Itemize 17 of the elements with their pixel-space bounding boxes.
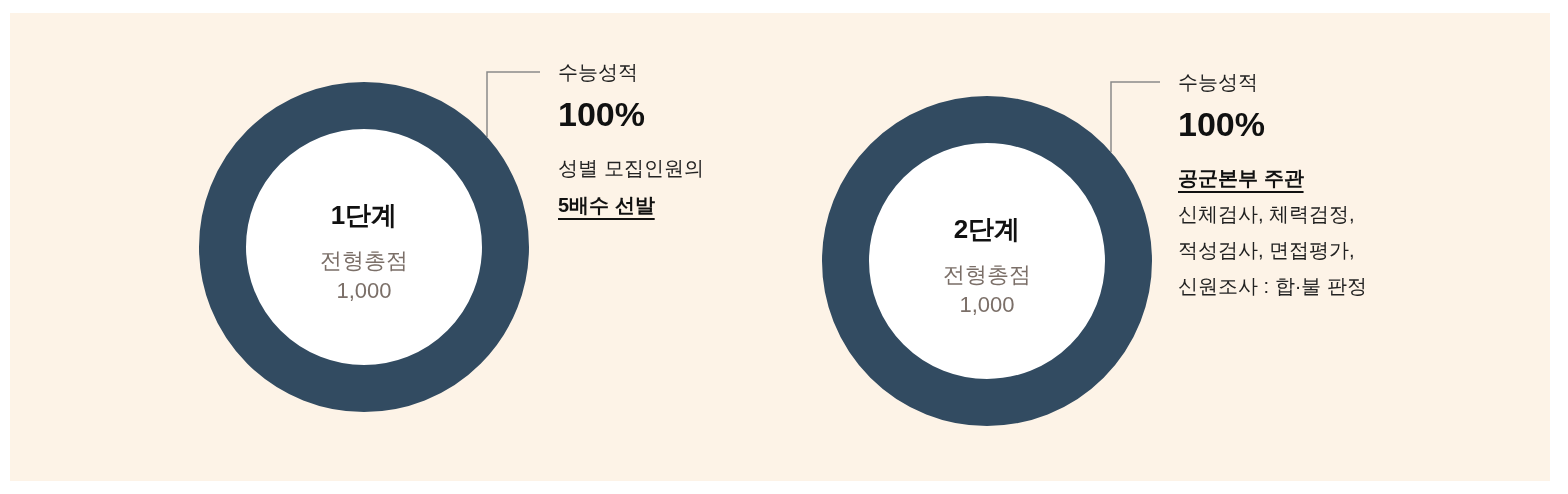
score-value: 1,000 <box>336 277 392 305</box>
stage-title: 2단계 <box>953 213 1021 246</box>
score-label: 전형총점 <box>320 247 408 275</box>
assessment-heading: 공군본부 주관 <box>1178 166 1304 191</box>
percentage-value: 100% <box>558 94 645 134</box>
donut-ring <box>822 96 1152 426</box>
assessment-list: 신체검사, 체력검정, 적성검사, 면접평가, 신원조사 : 합·불 판정 <box>1178 196 1393 304</box>
selection-note: 성별 모집인원의 5배수 선발 <box>558 156 705 218</box>
score-value: 1,000 <box>959 291 1015 319</box>
donut-ring <box>199 82 529 412</box>
leader-line <box>486 71 541 138</box>
leader-line <box>1110 81 1161 153</box>
percentage-value: 100% <box>1178 104 1265 144</box>
score-category: 수능성적 <box>1178 70 1258 95</box>
score-label: 전형총점 <box>943 261 1031 289</box>
stage-title: 1단계 <box>330 199 398 232</box>
score-category: 수능성적 <box>558 60 638 85</box>
